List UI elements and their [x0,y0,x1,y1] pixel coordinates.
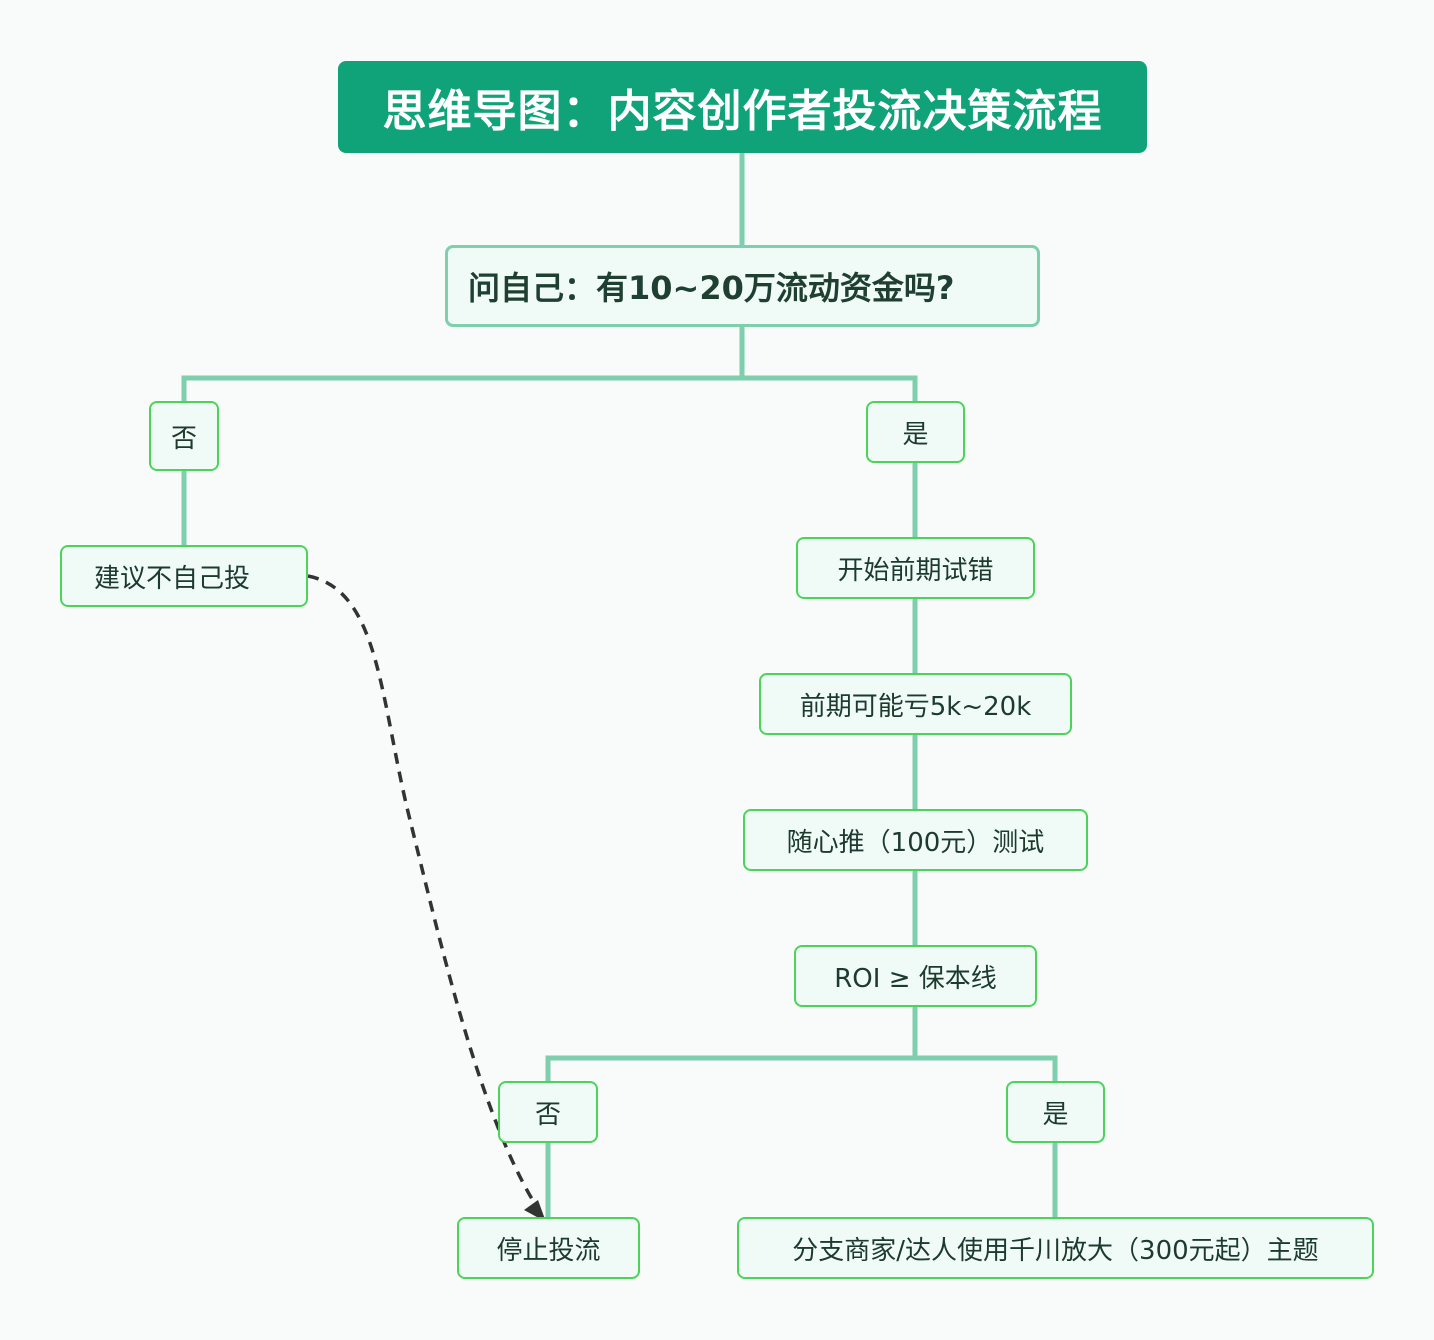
stop-node[interactable]: 停止投流 [457,1217,640,1279]
roi-yes-node[interactable]: 是 [1006,1081,1105,1143]
branch-no-label: 否 [170,423,197,454]
step-loss-text: 前期可能亏5k~20k [799,691,1032,722]
step-test-text: 随心推（100元）测试 [786,827,1045,858]
step-roi-text: ROI ≥ 保本线 [834,963,997,994]
step-roi-node[interactable]: ROI ≥ 保本线 [794,945,1037,1007]
no-advice-text: 建议不自己投 [94,563,251,594]
branch-yes-label: 是 [902,419,929,450]
root-title: 思维导图：内容创作者投流决策流程 [382,86,1103,137]
root-title-node[interactable]: 思维导图：内容创作者投流决策流程 [338,61,1147,153]
branch-yes-node[interactable]: 是 [866,401,965,463]
stop-text: 停止投流 [496,1235,601,1266]
step-trial-node[interactable]: 开始前期试错 [796,537,1035,599]
roi-no-node[interactable]: 否 [498,1081,598,1143]
scale-up-text: 分支商家/达人使用千川放大（300元起）主题 [792,1235,1319,1266]
step-loss-node[interactable]: 前期可能亏5k~20k [759,673,1072,735]
scale-up-node[interactable]: 分支商家/达人使用千川放大（300元起）主题 [737,1217,1374,1279]
step-test-node[interactable]: 随心推（100元）测试 [743,809,1088,871]
roi-yes-label: 是 [1042,1099,1069,1130]
dashed-arrow-advice-to-stop [307,574,542,1213]
no-advice-node[interactable]: 建议不自己投 [60,545,308,607]
question-node[interactable]: 问自己：有10~20万流动资金吗? [445,245,1040,327]
arrowhead-icon [524,1200,546,1222]
question-text: 问自己：有10~20万流动资金吗? [468,269,955,307]
roi-no-label: 否 [534,1099,561,1130]
branch-no-node[interactable]: 否 [149,401,219,471]
step-trial-text: 开始前期试错 [837,555,994,586]
